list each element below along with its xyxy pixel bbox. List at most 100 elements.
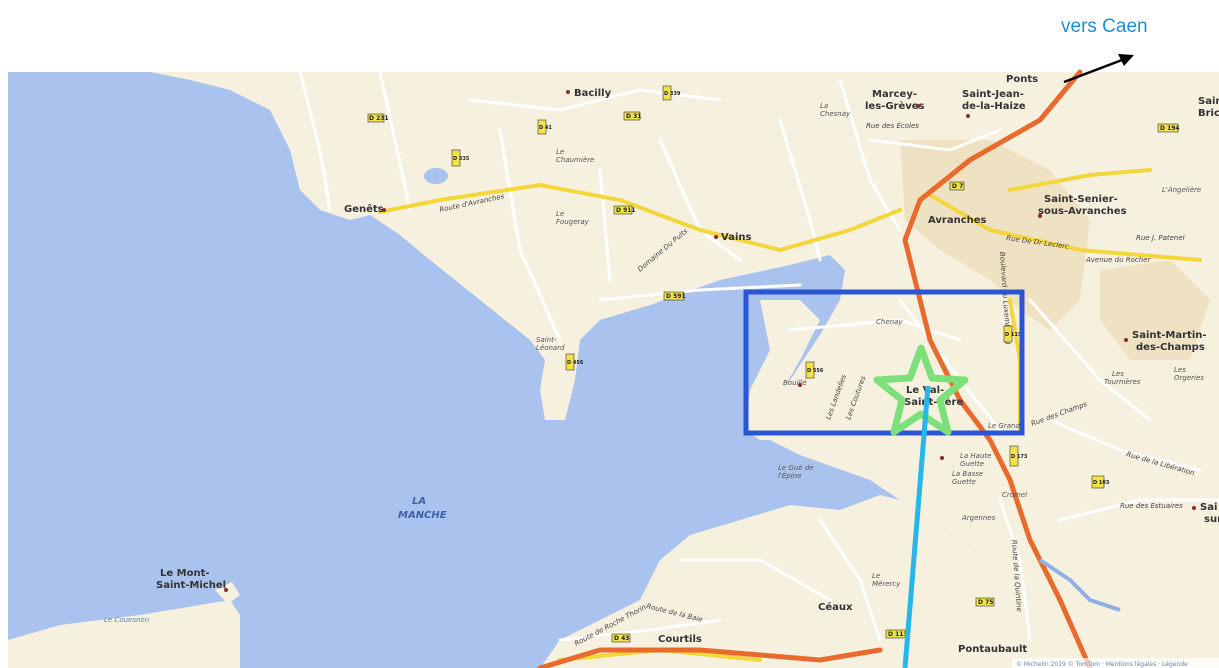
place-cromel: Cromel xyxy=(1002,491,1027,499)
street-rue-ecoles: Rue des Écoles xyxy=(866,121,919,130)
place-angeliere: L'Angelière xyxy=(1162,186,1201,194)
place-marcey-line2: les-Grèves xyxy=(865,100,925,112)
place-saint-leonard: Saint-Léonard xyxy=(536,336,565,352)
place-basse-guette-line1: La Basse xyxy=(952,470,983,478)
map-river xyxy=(1038,558,1121,612)
map-land-islet xyxy=(215,582,240,604)
svg-text:D 591: D 591 xyxy=(666,293,686,300)
svg-text:D 115: D 115 xyxy=(1005,332,1022,338)
svg-text:D 103: D 103 xyxy=(1093,480,1110,486)
place-saint-edge-line2: sur xyxy=(1204,514,1219,525)
place-fougeray-line2: Fougeray xyxy=(556,218,590,226)
road-shield-d115: D 115 xyxy=(1003,325,1022,343)
highlight-box xyxy=(743,289,1025,436)
map-pond xyxy=(424,168,448,184)
map-credit-bg xyxy=(1012,658,1219,668)
pointer-line xyxy=(902,385,931,668)
place-basse-guette-line2: Guette xyxy=(952,478,976,486)
place-courtils: Courtils xyxy=(658,634,702,645)
place-saint-martin: Saint-Martin-des-Champs xyxy=(1132,330,1207,353)
svg-text:D 173: D 173 xyxy=(1011,454,1028,460)
map-land-peninsula xyxy=(745,300,820,440)
road-shield-d556: D 556 xyxy=(805,361,824,379)
svg-text:D 231: D 231 xyxy=(369,115,389,122)
place-saint-senier: Saint-Senier-sous-Avranches xyxy=(1038,194,1127,217)
road-shield-d911: D 911 xyxy=(613,205,636,215)
place-saint-martin-line1: Saint-Martin- xyxy=(1132,330,1207,341)
place-haute-guette-line2: Guette xyxy=(960,460,984,468)
place-chasnay-line2: Chesnay xyxy=(820,110,851,118)
place-saint-brice-line1: Saint- xyxy=(1198,96,1219,107)
place-saint-edge-line1: Sai xyxy=(1200,502,1217,513)
map-place-dots xyxy=(224,90,1196,592)
map-urban-saint-martin xyxy=(1100,260,1210,360)
place-orgeries-line1: Les xyxy=(1174,366,1186,374)
svg-text:D 556: D 556 xyxy=(807,368,824,374)
place-saint-leonard-line1: Saint- xyxy=(536,336,557,344)
place-le-gue-line1: Le Gué de xyxy=(778,464,814,472)
street-rue-estuaires: Rue des Estuaires xyxy=(1120,502,1183,510)
place-le-gue-line2: l'Épine xyxy=(778,471,801,480)
sea-label-line1: LA xyxy=(412,496,426,507)
svg-text:D 113: D 113 xyxy=(888,631,908,638)
road-shield-d113: D 113 xyxy=(885,629,908,639)
map-motorway xyxy=(537,69,1093,668)
place-saint-edge: Saisur xyxy=(1200,502,1219,525)
direction-label: vers Caen xyxy=(1061,16,1148,37)
place-mont-line2: Saint-Michel xyxy=(156,580,226,591)
place-saint-leonard-line2: Léonard xyxy=(536,344,565,352)
svg-text:D 31: D 31 xyxy=(626,113,641,120)
place-argennes: Argennes xyxy=(961,514,996,522)
place-chenay: Chenay xyxy=(876,318,903,326)
road-shield-d103: D 103 xyxy=(1091,475,1110,489)
place-mont-line1: Le Mont- xyxy=(160,568,210,579)
map-road-shields: D 31 D 41 D 231 D 335 D 911 D 339 D 591 … xyxy=(367,85,1180,643)
road-shield-d194: D 194 xyxy=(1157,123,1180,133)
map-credit: © Michelin 2019 © TomTom · Mentions léga… xyxy=(1016,661,1188,668)
road-shield-d31: D 31 xyxy=(623,111,641,121)
svg-text:D 75: D 75 xyxy=(978,599,993,606)
place-saint-jean-line1: Saint-Jean- xyxy=(962,89,1024,100)
place-saint-jean: Saint-Jean-de-la-Haize xyxy=(962,89,1026,112)
road-shield-d41: D 41 xyxy=(537,119,552,135)
star-marker xyxy=(873,344,969,436)
road-shield-d231: D 231 xyxy=(367,113,389,123)
svg-text:D 43: D 43 xyxy=(614,635,629,642)
road-shield-d43: D 43 xyxy=(611,633,631,643)
road-shield-d335: D 335 xyxy=(451,149,470,167)
place-saint-martin-line2: des-Champs xyxy=(1136,342,1205,353)
place-vains: Vains xyxy=(721,232,751,243)
svg-text:D 7: D 7 xyxy=(952,183,963,190)
place-ceaux: Céaux xyxy=(818,601,853,613)
svg-text:D 339: D 339 xyxy=(664,91,681,97)
svg-text:D 911: D 911 xyxy=(616,207,636,214)
place-le-val-line2: Saint-Père xyxy=(904,396,963,408)
place-chasnay-line1: La xyxy=(820,102,828,110)
place-saint-jean-line2: de-la-Haize xyxy=(962,101,1026,112)
place-genets: Genêts xyxy=(344,203,384,215)
place-couesnon: Le Couesnon xyxy=(104,616,149,624)
svg-text:D 335: D 335 xyxy=(453,156,470,162)
place-saint-brice: Saint-Bric xyxy=(1198,96,1219,119)
road-shield-d456: D 456 xyxy=(565,353,584,371)
road-shield-d591: D 591 xyxy=(663,291,686,301)
street-rue-patenel: Rue J. Patenel xyxy=(1136,234,1185,242)
svg-text:D 456: D 456 xyxy=(567,360,584,366)
map-urban-avranches xyxy=(900,140,1090,330)
road-shield-d173: D 173 xyxy=(1009,445,1028,467)
place-chaumiere-line1: Le xyxy=(556,148,564,156)
road-shield-d339: D 339 xyxy=(662,85,681,101)
sea-label-line2: MANCHE xyxy=(398,510,447,521)
road-shield-d75: D 75 xyxy=(975,597,995,607)
place-orgeries-line2: Orgeries xyxy=(1174,374,1204,382)
place-merercy-line2: Mérercy xyxy=(872,580,901,588)
place-marcey: Marcey-les-Grèves xyxy=(865,89,925,112)
place-chaumiere-line2: Chaumière xyxy=(556,156,594,164)
